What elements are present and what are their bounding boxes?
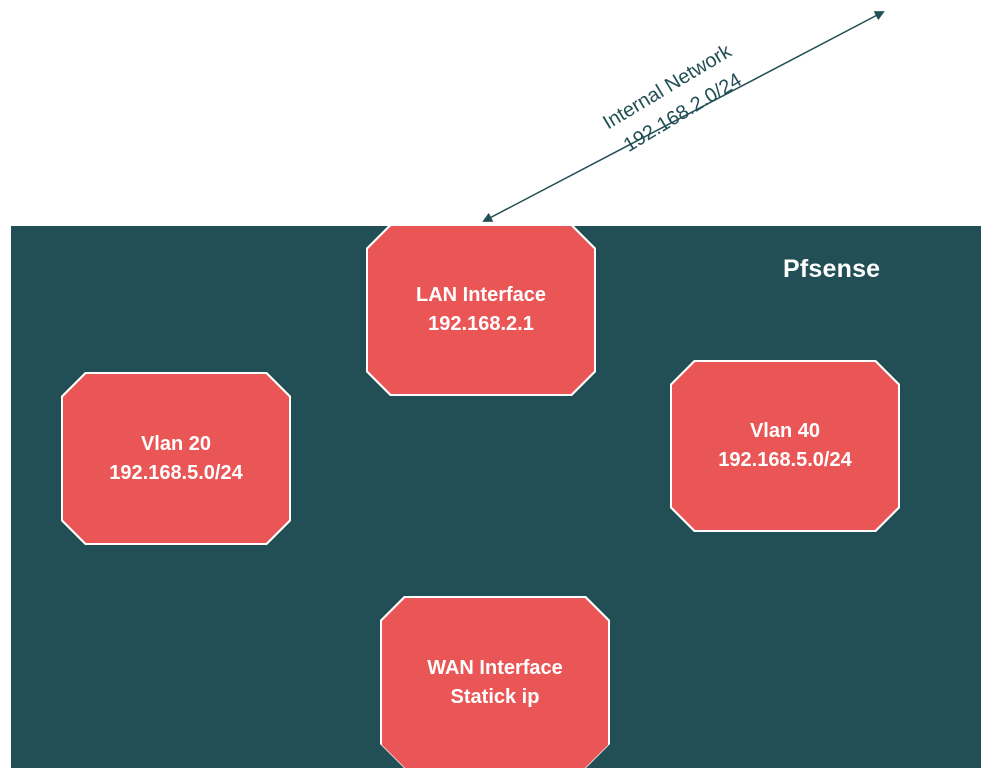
lan-interface-ip: 192.168.2.1 <box>428 313 534 335</box>
wan-interface-node[interactable]: WAN Interface Statick ip <box>382 598 608 768</box>
vlan20-node[interactable]: Vlan 20 192.168.5.0/24 <box>63 374 289 543</box>
vlan20-subnet: 192.168.5.0/24 <box>109 461 243 484</box>
vlan40-subnet: 192.168.5.0/24 <box>718 449 852 471</box>
internal-network-label: Internal Network 192.168.2.0/24 <box>561 15 789 185</box>
wan-interface-ip: Statick ip <box>450 686 540 708</box>
lan-interface-label: LAN Interface <box>415 284 547 306</box>
vlan20-label: Vlan 20 <box>140 432 212 455</box>
firewall-title: Pfsense <box>783 255 881 283</box>
wan-interface-label: WAN Interface <box>427 657 563 679</box>
vlan40-label: Vlan 40 <box>749 420 821 442</box>
lan-interface-node[interactable]: LAN Interface 192.168.2.1 <box>368 226 594 394</box>
vlan40-node[interactable]: Vlan 40 192.168.5.0/24 <box>672 362 898 530</box>
